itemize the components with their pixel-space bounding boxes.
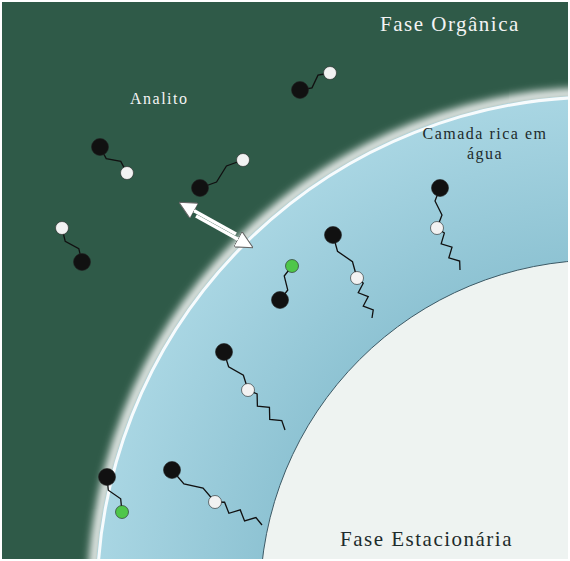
- atom: [116, 506, 129, 519]
- region-label: Camada rica em água: [420, 124, 550, 164]
- stationary-phase: [260, 260, 570, 561]
- atom: [237, 154, 250, 167]
- molecules: [56, 67, 461, 526]
- atom: [121, 167, 134, 180]
- interface-edge: [97, 97, 570, 561]
- atom: [192, 180, 209, 197]
- bond: [437, 228, 460, 270]
- region-label: Fase Orgânica: [380, 12, 520, 37]
- atom: [74, 254, 91, 271]
- arrow: [196, 216, 250, 246]
- atom: [56, 222, 69, 235]
- atom: [431, 222, 444, 235]
- atom: [324, 67, 337, 80]
- atom: [272, 292, 289, 309]
- arrow: [182, 204, 236, 234]
- atom: [432, 180, 449, 197]
- region-label: Fase Estacionária: [340, 527, 513, 552]
- bond: [248, 390, 285, 430]
- atom: [209, 496, 222, 509]
- interface-glow: [93, 93, 570, 561]
- bond: [215, 502, 262, 525]
- exchange-arrows: [182, 204, 250, 246]
- atom: [242, 384, 255, 397]
- atom: [351, 272, 364, 285]
- water-layer: [95, 95, 570, 561]
- atom: [164, 462, 181, 479]
- atom: [92, 139, 109, 156]
- atom: [216, 344, 233, 361]
- atom: [286, 260, 299, 273]
- analyte-label: Analito: [130, 90, 189, 108]
- atom: [99, 469, 116, 486]
- atom: [292, 82, 309, 99]
- atom: [325, 227, 342, 244]
